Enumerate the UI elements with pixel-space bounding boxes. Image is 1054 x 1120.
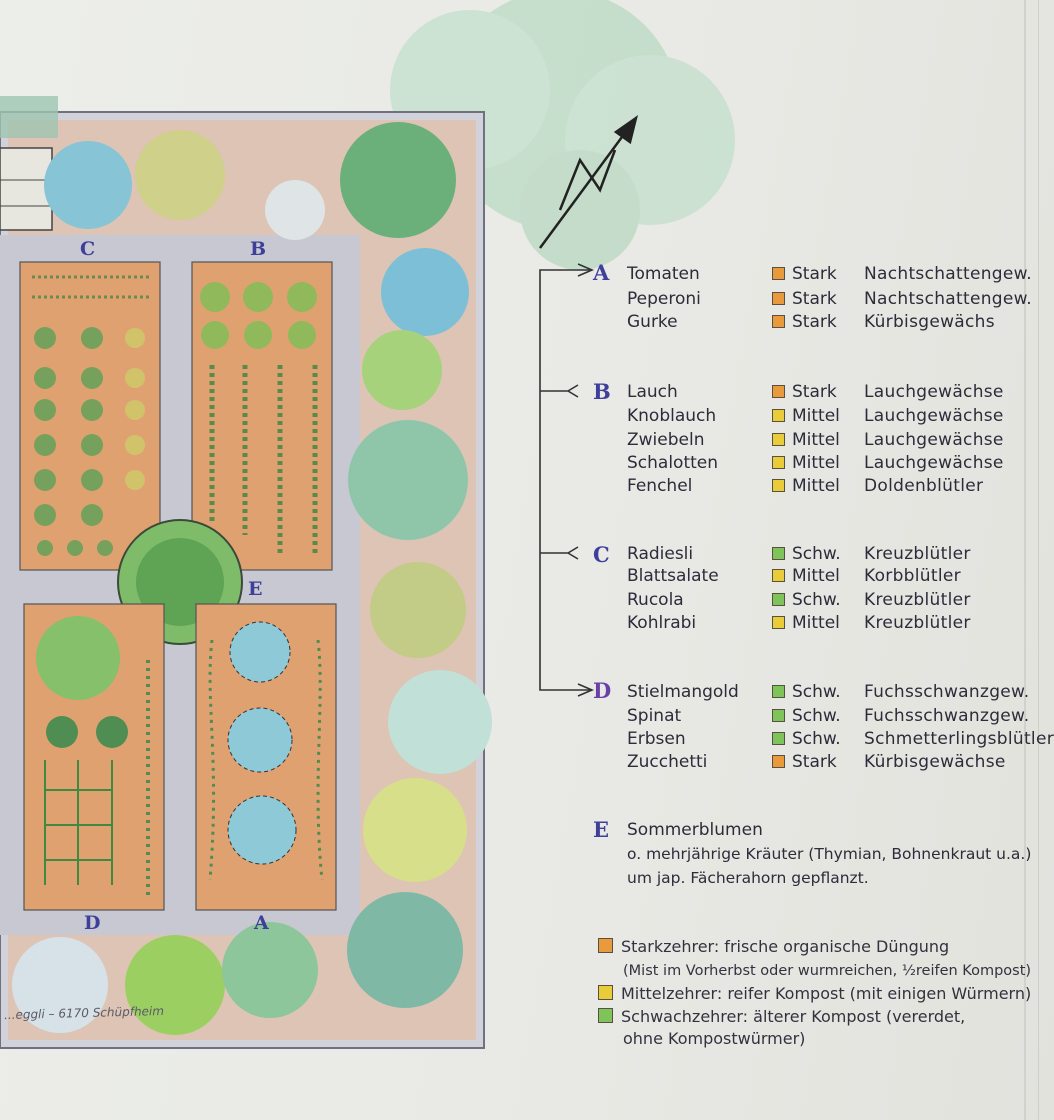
plant-family: Fuchsschwanzgew. — [864, 706, 1030, 726]
feeder-swatch — [772, 479, 785, 492]
bed-b — [191, 261, 333, 571]
feeder-level: Schw. — [792, 682, 841, 702]
plant-name: Schalotten — [627, 453, 719, 473]
bed-label-d: D — [84, 912, 101, 934]
plant-family: Kreuzblütler — [864, 613, 971, 633]
north-arrow-icon — [538, 115, 639, 249]
feeder-level: Mittel — [792, 453, 840, 473]
note-line: Mittelzehrer: reifer Kompost (mit einige… — [621, 984, 1032, 1003]
feeder-swatch — [772, 385, 785, 398]
plant-name: Rucola — [627, 590, 684, 610]
feeder-swatch — [598, 938, 613, 953]
bed-label-e: E — [248, 578, 263, 600]
plant-family: Lauchgewächse — [864, 430, 1004, 450]
note-line: Starkzehrer: frische organische Düngung — [621, 937, 950, 956]
note-starkzehrer: Starkzehrer: frische organische Düngung — [598, 936, 950, 958]
plant-name: Tomaten — [627, 264, 700, 284]
plant-name: Lauch — [627, 382, 678, 402]
tree-canopy — [390, 0, 735, 270]
page-edge — [1024, 0, 1026, 1120]
feeder-swatch — [598, 985, 613, 1000]
bed-label-c: C — [80, 238, 96, 260]
feeder-level: Stark — [792, 312, 837, 332]
plant-family: Kreuzblütler — [864, 544, 971, 564]
note-line: Schwachzehrer: älterer Kompost (vererdet… — [621, 1007, 966, 1026]
group-letter-b: B — [593, 379, 611, 404]
feeder-level: Schw. — [792, 590, 841, 610]
plant-family: Lauchgewächse — [864, 382, 1004, 402]
feeder-level: Schw. — [792, 544, 841, 564]
plant-family: Kürbisgewächse — [864, 752, 1006, 772]
feeder-level: Mittel — [792, 566, 840, 586]
plant-name: Stielmangold — [627, 682, 739, 702]
plant-family: Nachtschattengew. — [864, 289, 1032, 309]
e-section-title: Sommerblumen — [627, 820, 763, 840]
plant-family: Lauchgewächse — [864, 453, 1004, 473]
plant-name: Gurke — [627, 312, 678, 332]
note-line: (Mist im Vorherbst oder wurmreichen, ½re… — [623, 963, 1032, 979]
page-edge — [1038, 0, 1039, 1120]
feeder-swatch — [772, 709, 785, 722]
plant-name: Zucchetti — [627, 752, 708, 772]
note-schwachzehrer: Schwachzehrer: älterer Kompost (vererdet… — [598, 1006, 966, 1028]
plant-name: Kohlrabi — [627, 613, 697, 633]
plant-name: Peperoni — [627, 289, 701, 309]
feeder-swatch — [772, 732, 785, 745]
feeder-swatch — [772, 315, 785, 328]
feeder-swatch — [772, 267, 785, 280]
feeder-swatch — [772, 593, 785, 606]
plant-family: Nachtschattengew. — [864, 264, 1032, 284]
feeder-level: Mittel — [792, 476, 840, 496]
plant-name: Erbsen — [627, 729, 686, 749]
plant-family: Kreuzblütler — [864, 590, 971, 610]
feeder-swatch — [772, 456, 785, 469]
e-section-line: um jap. Fächerahorn gepflanzt. — [627, 869, 869, 887]
feeder-swatch — [772, 755, 785, 768]
e-section-line: o. mehrjährige Kräuter (Thymian, Bohnenk… — [627, 845, 1032, 863]
feeder-level: Mittel — [792, 430, 840, 450]
plant-family: Kürbisgewächs — [864, 312, 995, 332]
note-mittelzehrer: Mittelzehrer: reifer Kompost (mit einige… — [598, 983, 1032, 1005]
feeder-swatch — [772, 292, 785, 305]
bed-label-a: A — [254, 912, 269, 934]
note-line: ohne Kompostwürmer) — [623, 1029, 806, 1048]
plant-family: Lauchgewächse — [864, 406, 1004, 426]
feeder-level: Stark — [792, 289, 837, 309]
plant-name: Knoblauch — [627, 406, 717, 426]
house-corner — [0, 147, 53, 231]
plant-name: Radiesli — [627, 544, 694, 564]
plant-family: Fuchsschwanzgew. — [864, 682, 1030, 702]
plant-family: Doldenblütler — [864, 476, 984, 496]
feeder-swatch — [772, 616, 785, 629]
plant-name: Fenchel — [627, 476, 693, 496]
feeder-level: Stark — [792, 752, 837, 772]
feeder-swatch — [772, 569, 785, 582]
plant-family: Schmetterlingsblütler — [864, 729, 1054, 749]
feeder-swatch — [772, 409, 785, 422]
feeder-swatch — [772, 685, 785, 698]
feeder-level: Mittel — [792, 406, 840, 426]
feeder-level: Schw. — [792, 729, 841, 749]
group-letter-a: A — [593, 260, 610, 285]
feeder-swatch — [772, 433, 785, 446]
plant-name: Zwiebeln — [627, 430, 705, 450]
feeder-level: Stark — [792, 264, 837, 284]
feeder-swatch — [772, 547, 785, 560]
group-letter-d: D — [593, 678, 612, 703]
feeder-level: Schw. — [792, 706, 841, 726]
bed-label-b: B — [250, 238, 267, 260]
legend-bracket — [539, 263, 595, 697]
plant-family: Korbblütler — [864, 566, 961, 586]
plant-name: Blattsalate — [627, 566, 719, 586]
feeder-swatch — [598, 1008, 613, 1023]
feeder-level: Mittel — [792, 613, 840, 633]
plant-name: Spinat — [627, 706, 682, 726]
group-letter-c: C — [593, 542, 610, 567]
group-letter-e: E — [593, 817, 610, 842]
feeder-level: Stark — [792, 382, 837, 402]
